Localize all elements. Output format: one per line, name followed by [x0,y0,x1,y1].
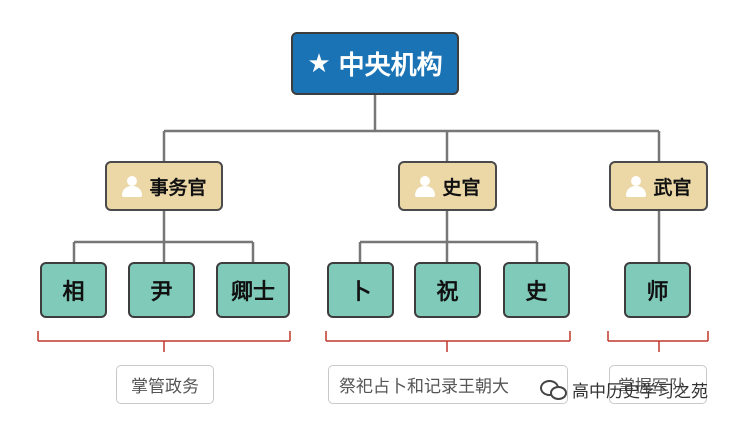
category-node-history: 史官 [398,161,497,211]
category-label: 武官 [653,176,692,199]
person-icon [121,175,143,197]
leaf-label: 祝 [436,280,459,305]
note-text: 掌管政务 [131,377,199,397]
leaf-node: 师 [624,262,691,318]
category-label: 事务官 [149,176,207,199]
leaf-node: 尹 [128,262,195,318]
leaf-label: 卜 [349,280,372,305]
star-icon: ★ [307,48,331,79]
leaf-label: 师 [646,280,669,305]
person-icon [414,175,436,197]
root-label: 中央机构 [338,51,443,81]
note-text: 掌握军队 [618,377,686,397]
note-box: 掌管政务 [116,365,214,404]
category-node-affairs: 事务官 [105,161,223,211]
wechat-icon [540,378,567,400]
category-node-military: 武官 [609,161,708,211]
note-box: 祭祀占卜和记录王朝大 [328,365,568,404]
leaf-node: 史 [503,262,570,318]
leaf-node: 相 [40,262,107,318]
watermark-text: 高中历史学习之苑 [572,381,708,402]
note-text: 祭祀占卜和记录王朝大 [339,377,509,397]
note-box: 掌握军队 [609,365,707,404]
leaf-label: 史 [525,280,548,305]
leaf-node: 祝 [414,262,481,318]
leaf-label: 卿士 [230,280,275,305]
leaf-node: 卜 [327,262,394,318]
category-label: 史官 [442,176,481,199]
leaf-node: 卿士 [216,262,290,318]
leaf-label: 尹 [150,280,173,305]
person-icon [625,175,647,197]
root-node: ★ 中央机构 [291,32,459,95]
leaf-label: 相 [62,280,85,305]
watermark: 高中历史学习之苑 [540,374,708,404]
